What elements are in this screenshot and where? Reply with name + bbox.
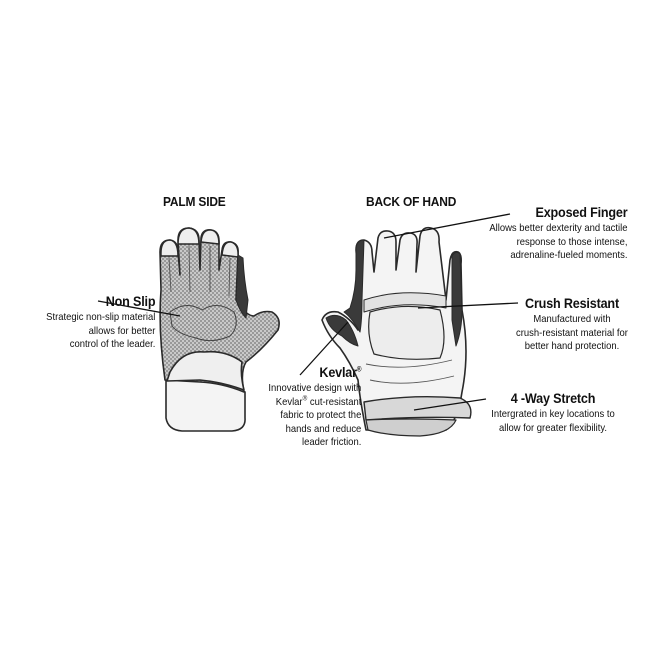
non-slip-line-2: allows for better [88, 324, 155, 337]
back-knuckle-band [363, 292, 447, 313]
palm-finger-tip-2 [177, 227, 200, 245]
exposed-finger-line-2: response to those intense, [516, 235, 627, 248]
non-slip-line-1: Strategic non-slip material [45, 311, 155, 323]
palm-side-glove [159, 227, 280, 432]
palm-finger-tip-4 [221, 241, 239, 258]
back-thumb-trim [343, 239, 365, 333]
exposed-finger-line-3: adrenaline-fueled moments. [509, 249, 627, 261]
exposed-finger-line-1: Allows better dexterity and tactile [488, 222, 627, 234]
four-way-stretch-callout: 4 -Way Stretch Intergrated in key locati… [486, 389, 621, 435]
palm-side-trim [235, 254, 249, 319]
kevlar-title: Kevlar® [319, 364, 361, 380]
kevlar-line-5: leader friction. [301, 436, 361, 448]
non-slip-title: Non Slip [105, 293, 155, 309]
kevlar-leader [299, 321, 349, 376]
kevlar-line-1: Innovative design with [268, 382, 361, 394]
kevlar-line-3: fabric to protect the [280, 409, 361, 421]
kevlar-line-4: hands and reduce [285, 422, 361, 435]
four-way-stretch-line-2: allow for greater flexibility. [498, 421, 608, 434]
non-slip-callout: Non Slip Strategic non-slip material all… [46, 292, 155, 352]
leader-lines [97, 213, 519, 411]
back-crush-pad [368, 305, 445, 360]
back-of-hand-heading: BACK OF HAND [366, 194, 457, 209]
non-slip-leader [97, 300, 181, 317]
back-of-hand-glove [321, 226, 472, 437]
non-slip-line-3: control of the leader. [69, 338, 155, 350]
crush-resistant-callout: Crush Resistant Manufactured with crush-… [505, 294, 640, 354]
exposed-finger-leader [383, 213, 511, 239]
back-kevlar-region [325, 314, 359, 347]
crush-resistant-leader [417, 302, 519, 309]
crush-resistant-line-1: Manufactured with [533, 313, 611, 325]
four-way-stretch-line-1: Intergrated in key locations to [491, 408, 615, 420]
crush-resistant-title: Crush Resistant [525, 295, 619, 311]
back-cuff [365, 418, 457, 437]
four-way-stretch-title: 4 -Way Stretch [510, 390, 596, 406]
back-velcro-strap [363, 395, 472, 421]
back-pinky-trim [451, 251, 463, 347]
crush-resistant-line-3: better hand protection. [524, 340, 620, 352]
palm-side-heading: PALM SIDE [163, 194, 226, 209]
four-way-stretch-leader [413, 398, 487, 411]
exposed-finger-title: Exposed Finger [534, 204, 627, 220]
kevlar-line-2: Kevlar® cut-resistant [275, 395, 361, 408]
palm-finger-tip-1 [160, 239, 179, 257]
exposed-finger-callout: Exposed Finger Allows better dexterity a… [489, 203, 627, 263]
palm-finger-tip-3 [200, 229, 220, 245]
crush-resistant-line-2: crush-resistant material for [516, 326, 628, 339]
kevlar-callout: Kevlar® Innovative design with Kevlar® c… [268, 363, 361, 450]
palm-heel-panel [166, 350, 245, 391]
